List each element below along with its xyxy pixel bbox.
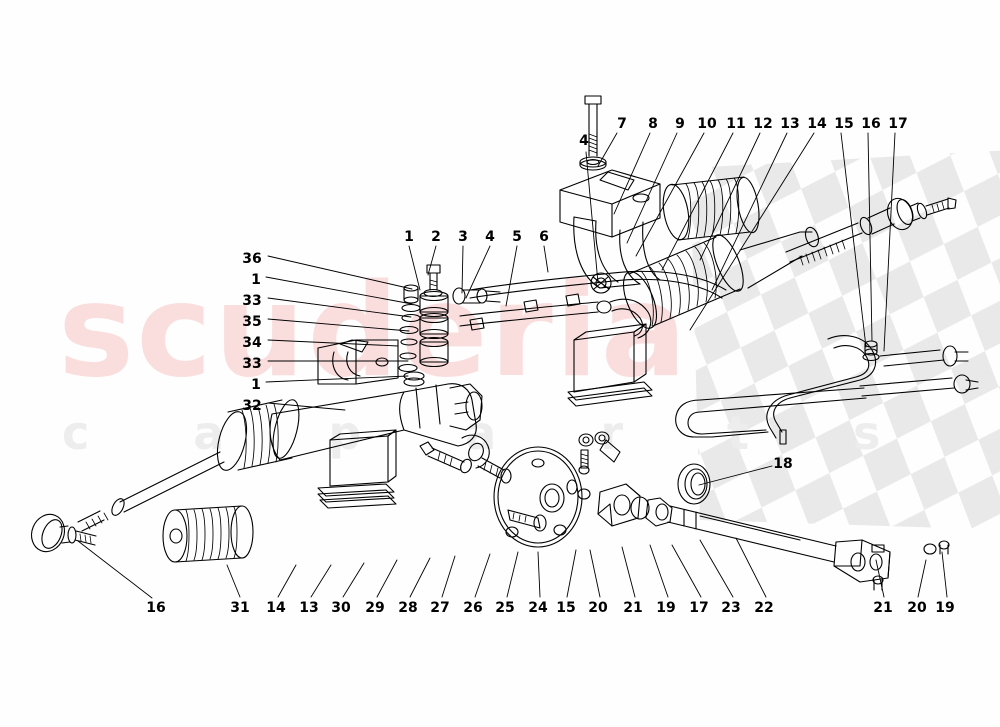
callout-7: 7 bbox=[617, 116, 627, 132]
callout-33-a: 33 bbox=[242, 293, 262, 309]
callout-33-b: 33 bbox=[242, 356, 262, 372]
upper-rack-tube bbox=[739, 226, 820, 289]
rack-mount-plates bbox=[317, 429, 397, 509]
upper-right-bolt-cluster bbox=[862, 340, 880, 362]
callout-2: 2 bbox=[431, 229, 441, 245]
callout-1-a: 1 bbox=[404, 229, 414, 245]
callout-5: 5 bbox=[512, 229, 522, 245]
callout-11: 11 bbox=[726, 116, 746, 132]
callout-36: 36 bbox=[242, 251, 262, 267]
callout-31: 31 bbox=[230, 600, 250, 616]
leader-line-18 bbox=[698, 465, 773, 486]
callout-22: 22 bbox=[754, 600, 774, 616]
steering-rack-mount-clamp bbox=[559, 169, 661, 294]
leader-line-4-upper bbox=[585, 151, 599, 284]
leader-lines-bottom-right bbox=[875, 551, 948, 598]
callout-28: 28 bbox=[398, 600, 418, 616]
callout-16-bottom: 16 bbox=[146, 600, 166, 616]
left-tie-rod-end bbox=[30, 513, 97, 553]
callout-14-bottom: 14 bbox=[266, 600, 286, 616]
callout-24: 24 bbox=[528, 600, 548, 616]
callout-29: 29 bbox=[365, 600, 385, 616]
valve-block bbox=[567, 323, 653, 407]
callout-27: 27 bbox=[430, 600, 450, 616]
callout-25: 25 bbox=[495, 600, 515, 616]
upper-mount-bolt-assembly bbox=[579, 95, 607, 171]
callout-30: 30 bbox=[331, 600, 351, 616]
leader-lines-bottom bbox=[77, 537, 767, 599]
callout-4: 4 bbox=[485, 229, 495, 245]
rack-mount-bolts bbox=[419, 434, 505, 479]
upper-bellows-boot bbox=[662, 176, 760, 241]
callout-21: 21 bbox=[623, 600, 643, 616]
callout-26: 26 bbox=[463, 600, 483, 616]
column-flange-plate bbox=[493, 446, 583, 548]
callout-6: 6 bbox=[539, 229, 549, 245]
callout-17: 17 bbox=[888, 116, 908, 132]
spare-bellows-boot bbox=[162, 505, 254, 563]
callout-14: 14 bbox=[807, 116, 827, 132]
callout-35: 35 bbox=[242, 314, 262, 330]
callout-15: 15 bbox=[834, 116, 854, 132]
callout-1-c: 1 bbox=[251, 377, 261, 393]
leader-lines-left bbox=[265, 255, 413, 411]
callout-3: 3 bbox=[458, 229, 468, 245]
callout-1-b: 1 bbox=[251, 272, 261, 288]
steering-rack-housing bbox=[77, 383, 483, 532]
callout-4-upper: 4 bbox=[579, 133, 589, 149]
callout-13: 13 bbox=[780, 116, 800, 132]
callout-19: 19 bbox=[656, 600, 676, 616]
column-bearing-ring bbox=[677, 463, 711, 505]
callout-9: 9 bbox=[675, 116, 685, 132]
upper-right-tie-rod bbox=[785, 197, 957, 266]
hydraulic-pipe-right-assembly bbox=[675, 335, 979, 445]
callout-32: 32 bbox=[242, 398, 262, 414]
callout-17-bottom: 17 bbox=[689, 600, 709, 616]
hydraulic-hose-bundle bbox=[459, 270, 727, 339]
callout-16: 16 bbox=[861, 116, 881, 132]
callout-15-bottom: 15 bbox=[556, 600, 576, 616]
callout-20: 20 bbox=[588, 600, 608, 616]
callout-10: 10 bbox=[697, 116, 717, 132]
callout-8: 8 bbox=[648, 116, 658, 132]
callout-23: 23 bbox=[721, 600, 741, 616]
callout-13-bottom: 13 bbox=[299, 600, 319, 616]
steering-column-shaft bbox=[577, 431, 950, 591]
callout-19-right: 19 bbox=[935, 600, 955, 616]
fitting-stack-assembly bbox=[317, 264, 501, 387]
leader-lines-top bbox=[597, 132, 896, 352]
leader-lines-second-row bbox=[408, 245, 549, 307]
callout-21-right: 21 bbox=[873, 600, 893, 616]
callout-20-right: 20 bbox=[907, 600, 927, 616]
callout-34: 34 bbox=[242, 335, 262, 351]
callout-18: 18 bbox=[773, 456, 793, 472]
callout-12: 12 bbox=[753, 116, 773, 132]
